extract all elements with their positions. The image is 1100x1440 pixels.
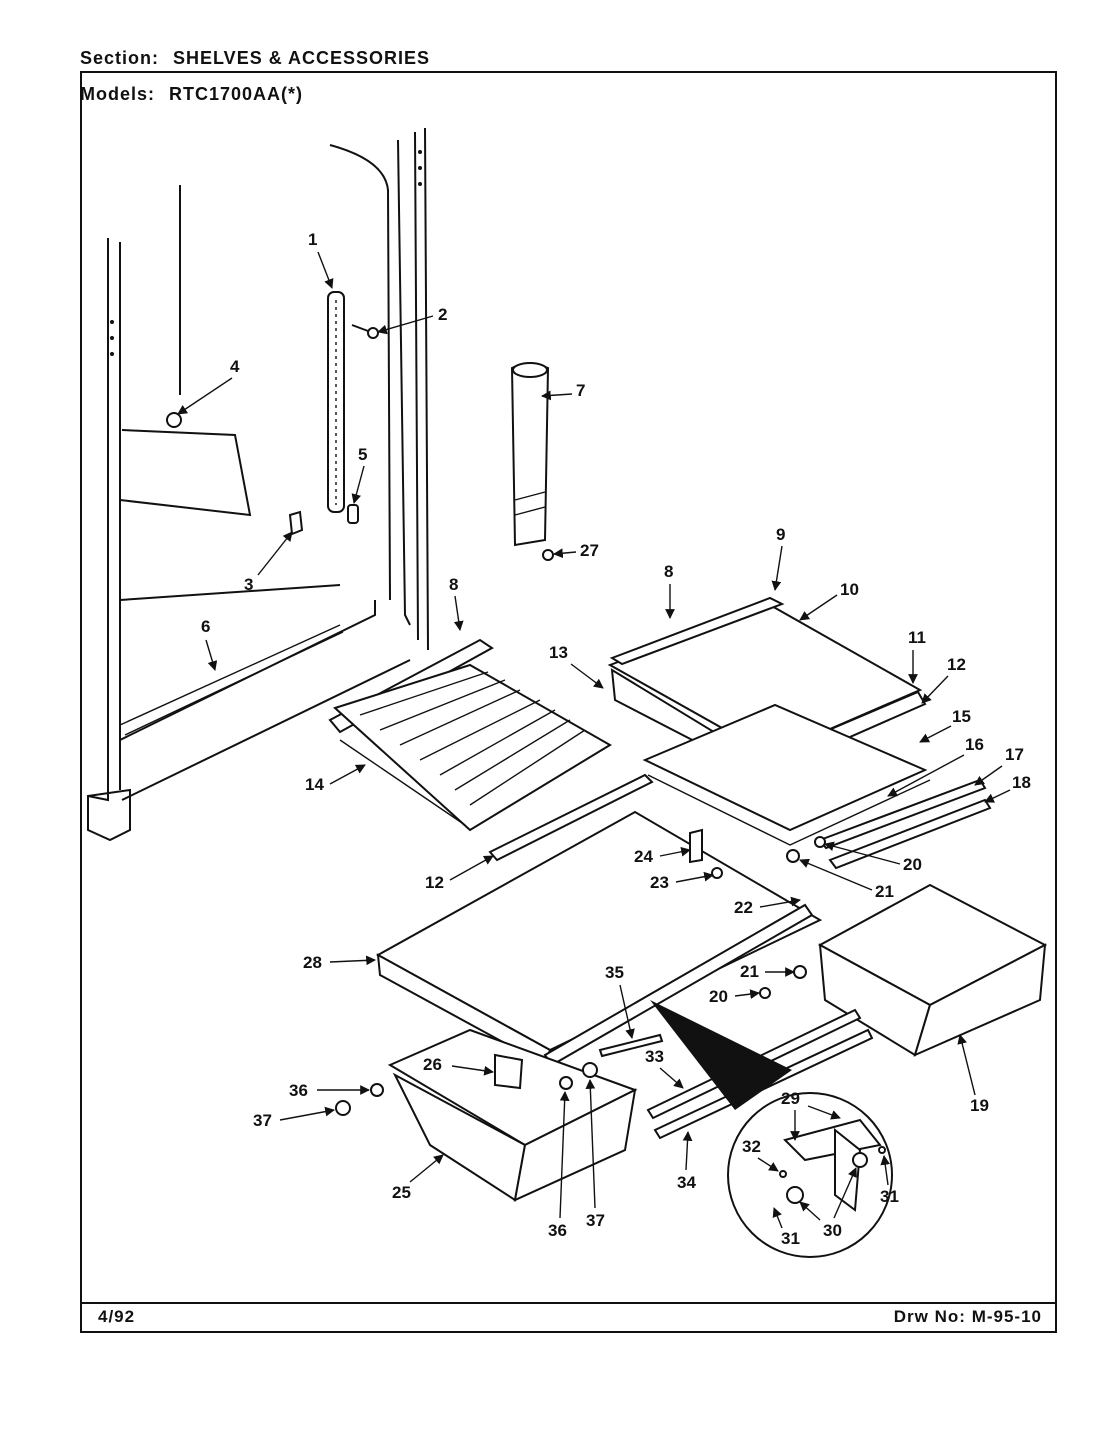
callout-4: 4 — [230, 357, 240, 376]
drawing-date: 4/92 — [98, 1307, 136, 1326]
section-value: SHELVES & ACCESSORIES — [173, 48, 431, 68]
callout-18: 18 — [1012, 773, 1031, 792]
callout-10: 10 — [840, 580, 859, 599]
callout-35: 35 — [605, 963, 624, 982]
callout-20a: 20 — [903, 855, 922, 874]
callout-20b: 20 — [709, 987, 728, 1006]
section-header: Section: SHELVES & ACCESSORIES — [80, 48, 430, 69]
part-15-crisper-frame — [642, 703, 931, 846]
callout-22: 22 — [734, 898, 753, 917]
callout-17: 17 — [1005, 745, 1024, 764]
callout-37a: 37 — [253, 1111, 272, 1130]
part-12-rod-lower — [488, 773, 654, 862]
callout-9: 9 — [776, 525, 785, 544]
part-2-screw — [351, 324, 379, 339]
callout-23: 23 — [650, 873, 669, 892]
callout-7: 7 — [576, 381, 585, 400]
callout-33: 33 — [645, 1047, 664, 1066]
cabinet-liner — [87, 127, 429, 842]
part-18-rail — [828, 798, 992, 870]
part-25-meat-drawer — [387, 1028, 638, 1202]
models-value: RTC1700AA(*) — [169, 84, 304, 104]
callout-12b: 12 — [425, 873, 444, 892]
callout-8a: 8 — [449, 575, 458, 594]
callout-31b: 31 — [781, 1229, 800, 1248]
drawing-frame — [80, 71, 1057, 1333]
callouts: 1 2 3 4 5 6 7 8 9 8 10 11 12 13 15 16 17… — [177, 230, 1031, 1248]
callout-21b: 21 — [740, 962, 759, 981]
callout-19: 19 — [970, 1096, 989, 1115]
callout-25: 25 — [392, 1183, 411, 1202]
drawing-number-block: Drw No: M-95-10 — [894, 1307, 1042, 1327]
callout-12a: 12 — [947, 655, 966, 674]
drawing-number: M-95-10 — [971, 1307, 1042, 1326]
callout-5: 5 — [358, 445, 367, 464]
callout-31a: 31 — [880, 1187, 899, 1206]
callout-15: 15 — [952, 707, 971, 726]
part-14-wire-shelf — [333, 663, 612, 832]
callout-26: 26 — [423, 1055, 442, 1074]
callout-24: 24 — [634, 847, 653, 866]
callout-16: 16 — [965, 735, 984, 754]
callout-30: 30 — [823, 1221, 842, 1240]
callout-34: 34 — [677, 1173, 696, 1192]
callout-28: 28 — [303, 953, 322, 972]
part-19-crisper-drawer — [817, 883, 1048, 1057]
callout-29: 29 — [781, 1089, 800, 1108]
callout-3: 3 — [244, 575, 253, 594]
callout-14: 14 — [305, 775, 324, 794]
detail-inset — [650, 1000, 893, 1258]
callout-27: 27 — [580, 541, 599, 560]
section-label: Section: — [80, 48, 160, 68]
callout-37b: 37 — [586, 1211, 605, 1230]
part-7-air-duct — [510, 362, 550, 547]
callout-2: 2 — [438, 305, 447, 324]
part-28-pan-cover — [375, 810, 823, 1067]
callout-11: 11 — [908, 628, 926, 647]
models-label: Models: — [80, 84, 156, 104]
part-4-plug — [166, 412, 182, 428]
part-1-vertical-rail — [327, 291, 345, 513]
models-header: Models: RTC1700AA(*) — [80, 84, 303, 105]
callout-36a: 36 — [289, 1081, 308, 1100]
callout-1: 1 — [308, 230, 317, 249]
callout-8b: 8 — [664, 562, 673, 581]
callout-6: 6 — [201, 617, 210, 636]
footer-divider — [80, 1302, 1057, 1304]
callout-21a: 21 — [875, 882, 894, 901]
drawing-number-label: Drw No: — [893, 1307, 966, 1326]
part-3-bracket — [288, 510, 304, 536]
part-5-clip — [347, 504, 359, 524]
callout-32: 32 — [742, 1137, 761, 1156]
callout-36b: 36 — [548, 1221, 567, 1240]
small-hardware — [335, 549, 826, 1116]
callout-13: 13 — [549, 643, 568, 662]
